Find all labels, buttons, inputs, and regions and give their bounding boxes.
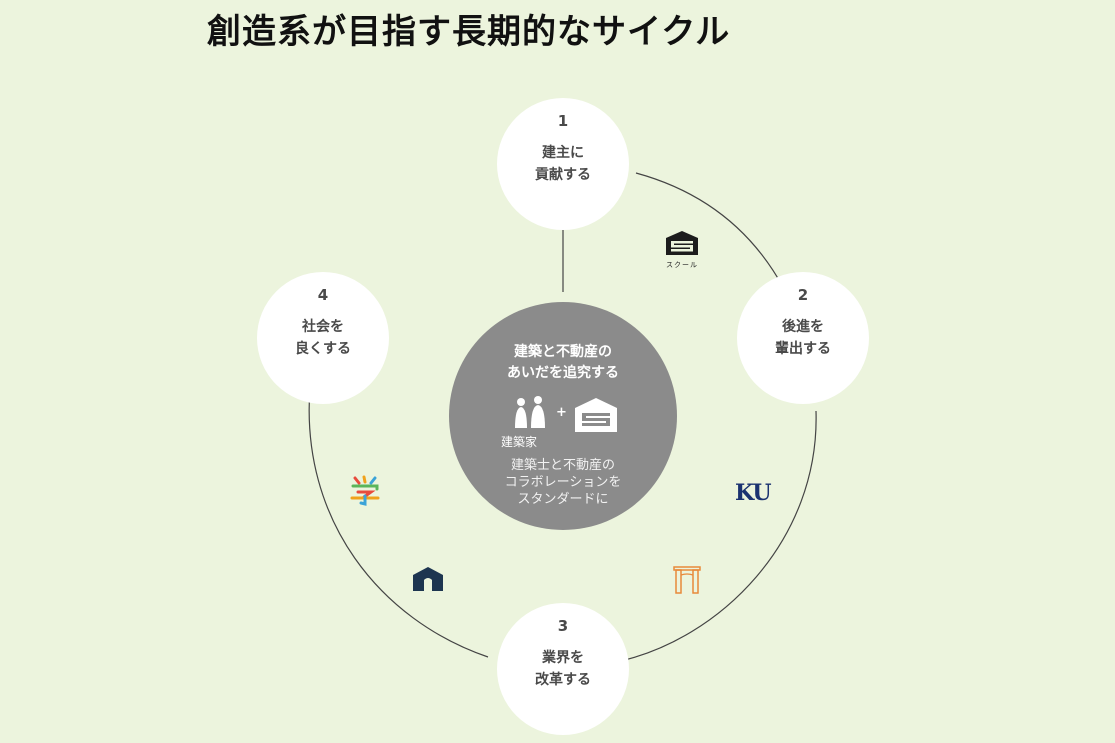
center-heading: 建築と不動産の あいだを追究する [449, 342, 677, 384]
school-s-icon [575, 398, 617, 432]
step-label-line1: 業界を [542, 650, 584, 666]
step-number: 4 [317, 286, 329, 304]
architects-figures-icon [515, 396, 545, 428]
center-circle: 建築と不動産の あいだを追究する + 建築家 建築士と不動産の コラボレーション… [449, 302, 677, 530]
step-label: 建主に 貢献する [535, 142, 591, 186]
gate-logo-icon [673, 566, 701, 594]
step-number: 2 [797, 286, 809, 304]
architect-label: 建築家 [501, 435, 538, 449]
school-logo: スクール [664, 231, 700, 270]
step-label-line2: 貢献する [535, 167, 591, 183]
gaku-logo-icon [350, 475, 380, 506]
step-label: 社会を 良くする [295, 316, 351, 360]
ku-logo: KU [735, 480, 772, 506]
arrow-3-to-4 [305, 387, 489, 658]
step-4-circle: 4 社会を 良くする [257, 272, 389, 404]
step-1-circle: 1 建主に 貢献する [497, 98, 629, 230]
center-heading-line2: あいだを追究する [507, 365, 619, 381]
step-label: 業界を 改革する [535, 647, 591, 691]
step-number: 3 [557, 617, 569, 635]
plus-sign: + [556, 405, 567, 420]
center-sub-line1: 建築士と不動産の [510, 458, 615, 473]
center-sub-line2: コラボレーションを [504, 475, 622, 490]
house-logo-icon [413, 567, 443, 591]
step-label-line1: 後進を [782, 319, 824, 335]
step-3-circle: 3 業界を 改革する [497, 603, 629, 735]
step-number: 1 [557, 112, 569, 130]
step-label-line1: 社会を [302, 319, 344, 335]
step-label-line2: 良くする [295, 341, 351, 357]
step-label-line2: 改革する [535, 672, 591, 688]
center-sub-line3: スタンダードに [517, 492, 609, 507]
page-title: 創造系が目指す長期的なサイクル [207, 12, 731, 52]
step-label-line1: 建主に [542, 145, 584, 161]
school-logo-caption: スクール [666, 261, 698, 269]
arrow-2-to-3 [615, 410, 817, 665]
step-2-circle: 2 後進を 輩出する [737, 272, 869, 404]
school-s-logo-icon [666, 231, 698, 255]
step-label: 後進を 輩出する [775, 316, 831, 360]
arrow-1-to-2 [635, 172, 784, 288]
center-subtext: 建築士と不動産の コラボレーションを スタンダードに [449, 457, 677, 508]
center-heading-line1: 建築と不動産の [514, 344, 612, 360]
step-label-line2: 輩出する [775, 341, 831, 357]
